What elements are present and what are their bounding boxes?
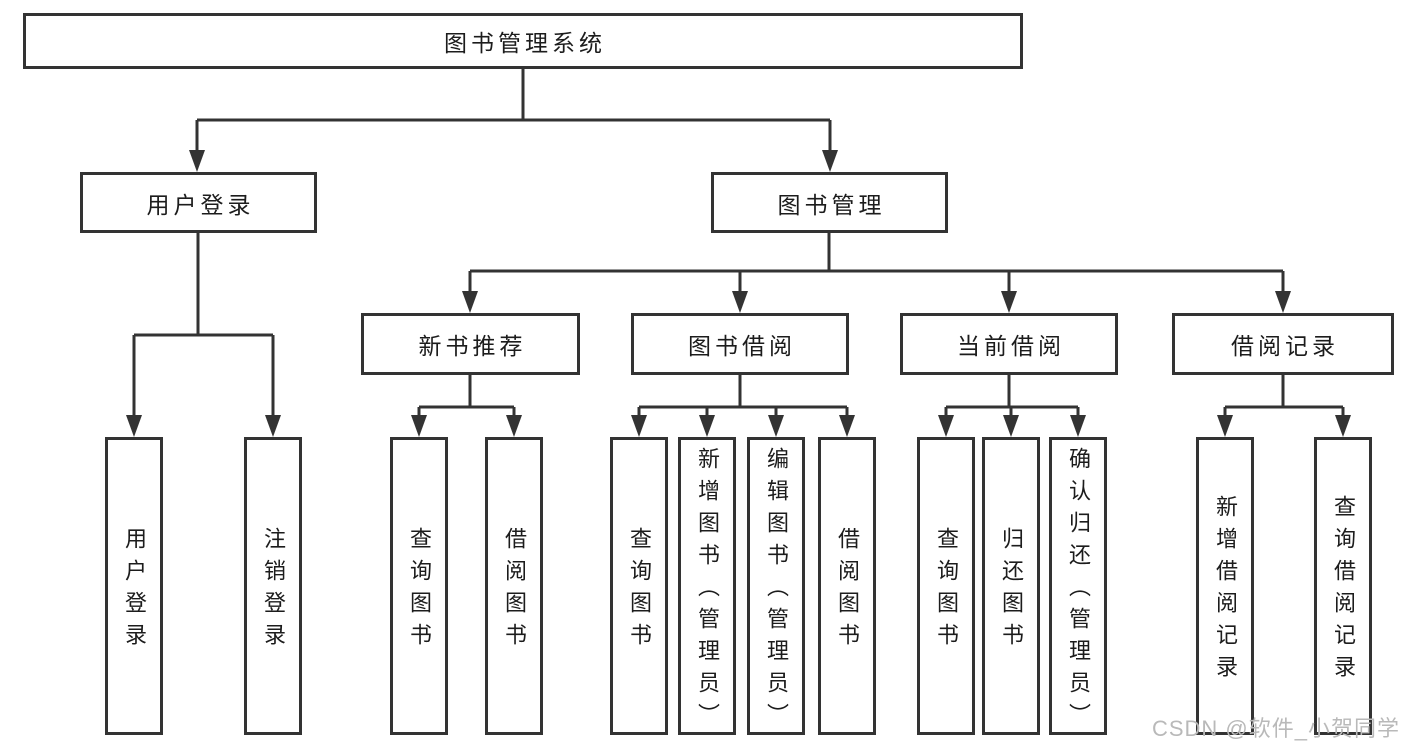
connector-user-login-to-leaves [126, 233, 281, 437]
csdn-watermark: CSDN @软件_小贺同学 [1151, 716, 1400, 741]
connector-borrowing-to-leaves [631, 375, 855, 437]
node-leaf-add-borrow-record: 新增借阅记录 [1196, 437, 1254, 735]
connector-root-to-level2 [189, 69, 838, 172]
node-leaf-confirm-return-admin-label: 确认归还（管理员） [1066, 447, 1091, 735]
node-leaf-user-login-label: 用户登录 [122, 527, 147, 655]
node-leaf-borrow-books-recommend-label: 借阅图书 [502, 527, 527, 655]
node-leaf-query-books-borrowing: 查询图书 [610, 437, 668, 735]
node-leaf-edit-books-admin-label: 编辑图书（管理员） [764, 447, 789, 735]
node-borrowing-records-label: 借阅记录 [1231, 333, 1339, 359]
node-current-borrowing-label: 当前借阅 [957, 333, 1065, 359]
node-leaf-query-borrow-record-label: 查询借阅记录 [1331, 495, 1356, 687]
node-leaf-query-books-recommend: 查询图书 [390, 437, 448, 735]
node-current-borrowing: 当前借阅 [900, 313, 1118, 375]
node-root-system: 图书管理系统 [23, 13, 1023, 69]
node-leaf-return-books: 归还图书 [982, 437, 1040, 735]
node-leaf-query-books-recommend-label: 查询图书 [407, 527, 432, 655]
connector-recommend-to-leaves [411, 375, 522, 437]
node-leaf-add-books-admin-label: 新增图书（管理员） [695, 447, 720, 735]
node-leaf-edit-books-admin: 编辑图书（管理员） [747, 437, 805, 735]
node-borrowing-records: 借阅记录 [1172, 313, 1394, 375]
node-leaf-add-borrow-record-label: 新增借阅记录 [1213, 495, 1238, 687]
node-new-book-recommend: 新书推荐 [361, 313, 580, 375]
node-user-login: 用户登录 [80, 172, 317, 233]
node-leaf-query-borrow-record: 查询借阅记录 [1314, 437, 1372, 735]
node-leaf-query-books-borrowing-label: 查询图书 [627, 527, 652, 655]
node-leaf-query-books-current: 查询图书 [917, 437, 975, 735]
node-leaf-borrow-books-borrowing-label: 借阅图书 [835, 527, 860, 655]
node-book-borrowing-label: 图书借阅 [688, 333, 796, 359]
node-root-label: 图书管理系统 [444, 30, 606, 56]
node-book-borrowing: 图书借阅 [631, 313, 849, 375]
node-leaf-add-books-admin: 新增图书（管理员） [678, 437, 736, 735]
connector-records-to-leaves [1217, 375, 1351, 437]
node-leaf-user-login: 用户登录 [105, 437, 163, 735]
node-leaf-logout-label: 注销登录 [261, 527, 286, 655]
node-leaf-return-books-label: 归还图书 [999, 527, 1024, 655]
node-leaf-query-books-current-label: 查询图书 [934, 527, 959, 655]
node-leaf-confirm-return-admin: 确认归还（管理员） [1049, 437, 1107, 735]
connector-book-mgmt-to-level3 [462, 233, 1291, 313]
node-new-book-recommend-label: 新书推荐 [418, 333, 527, 359]
node-user-login-label: 用户登录 [146, 191, 255, 218]
node-leaf-borrow-books-borrowing: 借阅图书 [818, 437, 876, 735]
node-leaf-borrow-books-recommend: 借阅图书 [485, 437, 543, 735]
connector-current-to-leaves [938, 375, 1086, 437]
node-book-mgmt: 图书管理 [711, 172, 948, 233]
node-leaf-logout: 注销登录 [244, 437, 302, 735]
node-book-mgmt-label: 图书管理 [777, 191, 886, 218]
